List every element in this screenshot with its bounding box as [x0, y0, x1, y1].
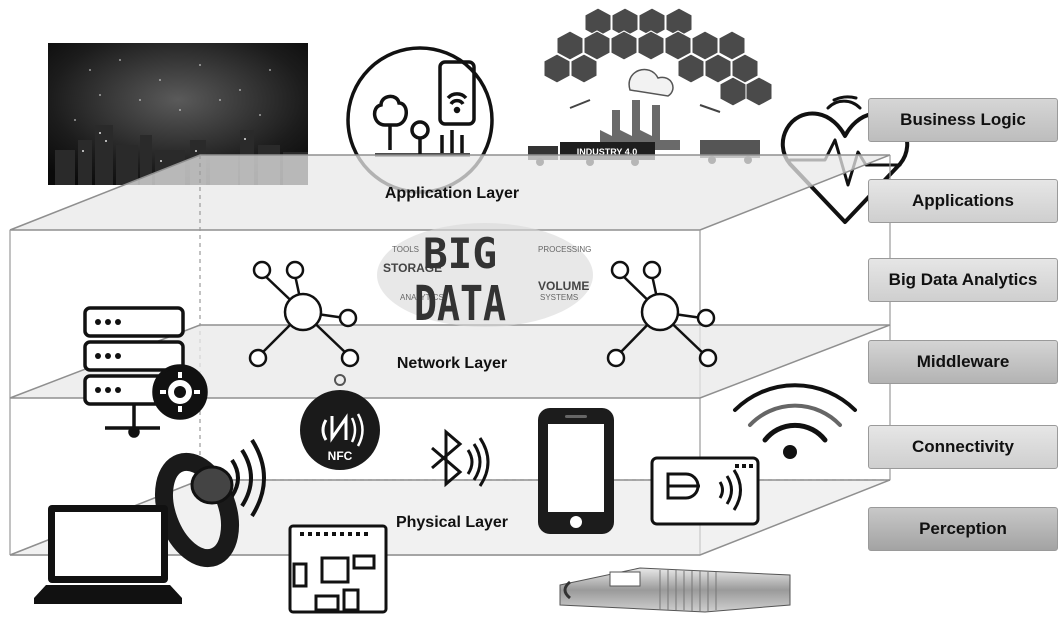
- nfc-label: NFC: [328, 449, 353, 463]
- smartwatch-icon: [155, 438, 266, 568]
- industry-4-0-illustration: INDUSTRY 4.0: [528, 7, 773, 166]
- side-label-middleware: Middleware: [868, 340, 1058, 384]
- side-label-connectivity: Connectivity: [868, 425, 1058, 469]
- load-cell-sensor-icon: [559, 567, 791, 613]
- side-label-applications: Applications: [868, 179, 1058, 223]
- smartphone-icon: [538, 408, 614, 534]
- laptop-icon: [34, 505, 182, 604]
- big-data-word: PROCESSING: [538, 245, 591, 254]
- bluetooth-icon: [431, 428, 490, 488]
- network-hub-icon-left: [248, 260, 360, 368]
- big-data-word-big: BIG: [423, 229, 497, 278]
- application-layer-title: Application Layer: [385, 185, 519, 202]
- contactless-reader-icon: [650, 456, 760, 526]
- big-data-word: SYSTEMS: [540, 293, 578, 302]
- big-data-word: ANALYTICS: [400, 293, 444, 302]
- side-label-perception: Perception: [868, 507, 1058, 551]
- wifi-icon: [733, 383, 857, 459]
- network-layer-title: Network Layer: [397, 355, 507, 372]
- physical-layer-title: Physical Layer: [396, 514, 508, 531]
- nfc-tag-icon: NFC: [300, 374, 380, 470]
- big-data-word-storage: STORAGE: [383, 261, 442, 275]
- big-data-word-cloud: TOOLS PROCESSING SYSTEMS ANALYTICS STORA…: [377, 223, 593, 332]
- side-label-big-data-analytics: Big Data Analytics: [868, 258, 1058, 302]
- big-data-word-data: DATA: [414, 276, 506, 332]
- big-data-word-volume: VOLUME: [538, 279, 589, 293]
- big-data-word: TOOLS: [392, 245, 419, 254]
- server-gear-icon: [83, 306, 208, 438]
- microcontroller-board-icon: [288, 524, 388, 614]
- industry-banner: INDUSTRY 4.0: [577, 147, 638, 157]
- side-label-business-logic: Business Logic: [868, 98, 1058, 142]
- network-hub-icon-right: [606, 260, 718, 368]
